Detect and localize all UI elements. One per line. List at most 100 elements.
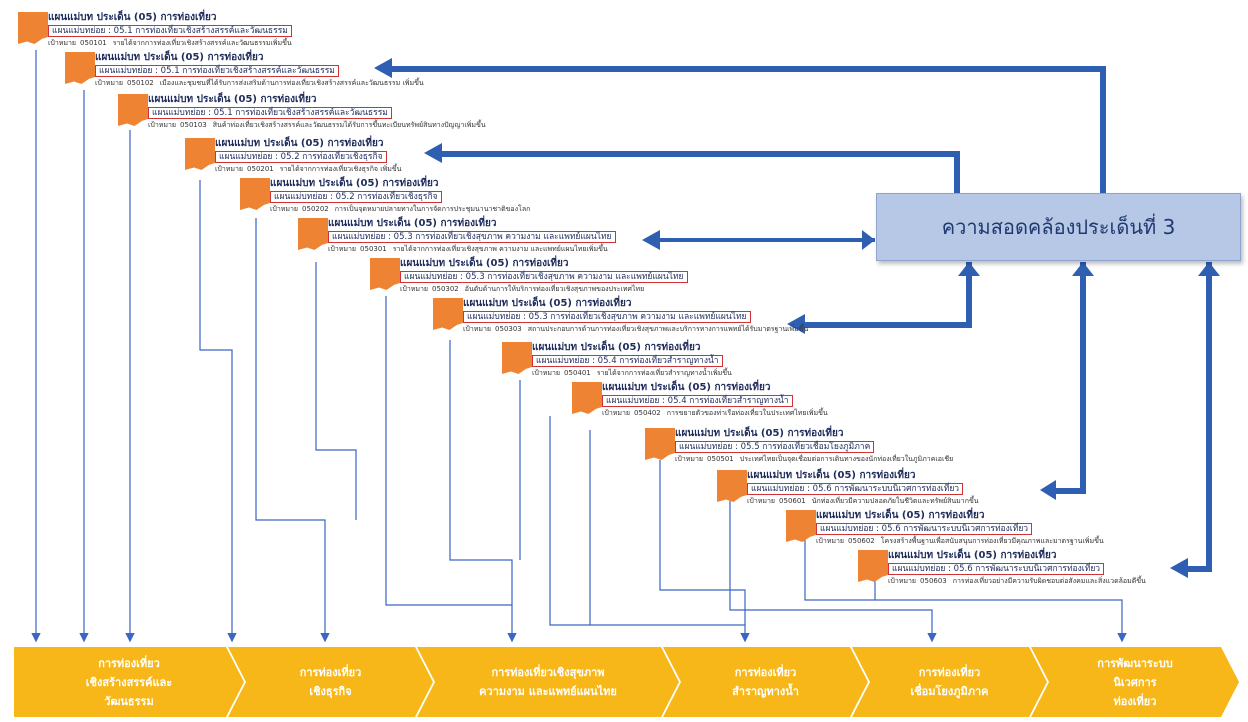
target-label: เป้าหมาย	[48, 39, 77, 47]
sub-plan-label: แผนแม่บทย่อย : 05.4 การท่องเที่ยวสำราญทา…	[532, 355, 723, 367]
alignment-box: ความสอดคล้องประเด็นที่ 3	[876, 193, 1241, 261]
category-label: การท่องเที่ยวเชิงธุรกิจ	[300, 663, 362, 701]
category-label: การท่องเที่ยวสำราญทางน้ำ	[732, 663, 799, 701]
target-label: เป้าหมาย	[95, 79, 124, 87]
target-code: 050201	[247, 165, 274, 173]
category-label-line: ความงาม และแพทย์แผนไทย	[479, 685, 617, 698]
category-chevron: การท่องเที่ยวเชื่อมโยงภูมิภาค	[852, 647, 1047, 717]
sub-plan-label: แผนแม่บทย่อย : 05.6 การพัฒนาระบบนิเวศการ…	[816, 523, 1033, 535]
category-label-line: นิเวศการ	[1113, 675, 1157, 689]
category-chevron: การท่องเที่ยวเชิงสร้างสรรค์และวัฒนธรรม	[14, 647, 244, 717]
category-label: การท่องเที่ยวเชิงสุขภาพความงาม และแพทย์แ…	[479, 663, 617, 701]
target-code: 050303	[495, 325, 522, 333]
plan-title: แผนแม่บท ประเด็น (05) การท่องเที่ยว	[270, 178, 439, 189]
category-label: การพัฒนาระบบนิเวศการท่องเที่ยว	[1097, 654, 1172, 711]
plan-title: แผนแม่บท ประเด็น (05) การท่องเที่ยว	[148, 94, 317, 105]
category-label-line: การท่องเที่ยว	[98, 656, 160, 670]
target-label: เป้าหมาย	[148, 121, 177, 129]
target-code: 050602	[848, 537, 875, 545]
target-text: โครงสร้างพื้นฐานเพื่อสนับสนุนการท่องเที่…	[880, 537, 1104, 545]
connector-line	[199, 180, 237, 643]
target-text: อันดับด้านการให้บริการท่องเที่ยวเชิงสุขภ…	[464, 285, 645, 293]
target-code: 050603	[920, 577, 947, 585]
sub-plan-label: แผนแม่บทย่อย : 05.6 การพัฒนาระบบนิเวศการ…	[888, 563, 1105, 575]
category-chevron: การท่องเที่ยวเชิงสุขภาพความงาม และแพทย์แ…	[417, 647, 679, 717]
thick-arrow	[862, 230, 875, 250]
thick-arrow	[787, 262, 972, 334]
plan-title: แผนแม่บท ประเด็น (05) การท่องเที่ยว	[888, 550, 1057, 561]
plan-title: แผนแม่บท ประเด็น (05) การท่องเที่ยว	[747, 470, 916, 481]
plan-title: แผนแม่บท ประเด็น (05) การท่องเที่ยว	[48, 12, 217, 23]
plan-title: แผนแม่บท ประเด็น (05) การท่องเที่ยว	[463, 298, 632, 309]
plan-title: แผนแม่บท ประเด็น (05) การท่องเที่ยว	[328, 218, 497, 229]
connector-line	[659, 460, 746, 625]
category-label: การท่องเที่ยวเชื่อมโยงภูมิภาค	[910, 663, 988, 701]
target-text: การเป็นจุดหมายปลายทางในการจัดการประชุมนา…	[334, 205, 531, 213]
plan-title: แผนแม่บท ประเด็น (05) การท่องเที่ยว	[675, 428, 844, 439]
connector-line	[315, 262, 357, 520]
thick-arrows	[374, 58, 1220, 578]
sub-plan-label: แผนแม่บทย่อย : 05.3 การท่องเที่ยวเชิงสุข…	[463, 311, 751, 323]
sub-plan-label: แผนแม่บทย่อย : 05.1 การท่องเที่ยวเชิงสร้…	[148, 107, 392, 119]
target-label: เป้าหมาย	[328, 245, 357, 253]
target-label: เป้าหมาย	[532, 369, 561, 377]
category-label-line: เชิงสร้างสรรค์และ	[85, 675, 173, 689]
thick-arrow	[1040, 262, 1086, 500]
target-code: 050601	[779, 497, 806, 505]
target-text: เมืองและชุมชนที่ได้รับการส่งเสริมด้านการ…	[159, 79, 424, 87]
target-code: 050202	[302, 205, 329, 213]
connector-line	[804, 540, 1127, 643]
category-label-line: การท่องเที่ยว	[734, 666, 797, 679]
category-label-line: การท่องเที่ยวเชิงสุขภาพ	[491, 666, 605, 679]
target-text: สถานประกอบการด้านการท่องเที่ยวเชิงสุขภาพ…	[527, 325, 809, 333]
plan-title: แผนแม่บท ประเด็น (05) การท่องเที่ยว	[95, 52, 264, 63]
category-chevron: การท่องเที่ยวสำราญทางน้ำ	[663, 647, 868, 717]
thick-arrow	[958, 262, 980, 276]
target-code: 050102	[127, 79, 154, 87]
target-code: 050101	[80, 39, 107, 47]
category-label-line: การท่องเที่ยว	[299, 666, 362, 679]
thick-arrow	[642, 230, 875, 250]
connector-line	[449, 340, 513, 605]
category-label-line: ท่องเที่ยว	[1113, 694, 1157, 708]
target-code: 050501	[707, 455, 734, 463]
plan-title: แผนแม่บท ประเด็น (05) การท่องเที่ยว	[602, 382, 771, 393]
target-label: เป้าหมาย	[602, 409, 631, 417]
target-text: ประเทศไทยเป็นจุดเชื่อมต่อการเดินทางของนั…	[739, 455, 954, 463]
thick-arrow	[1072, 262, 1094, 276]
target-label: เป้าหมาย	[888, 577, 917, 585]
target-text: รายได้จากการท่องเที่ยวเชิงสร้างสรรค์และว…	[112, 39, 292, 47]
target-label: เป้าหมาย	[747, 497, 776, 505]
category-label: การท่องเที่ยวเชิงสร้างสรรค์และวัฒนธรรม	[86, 654, 172, 711]
category-label-line: สำราญทางน้ำ	[732, 685, 799, 698]
thick-arrow	[1170, 262, 1212, 578]
target-text: รายได้จากการท่องเที่ยวเชิงสุขภาพ ความงาม…	[392, 245, 608, 253]
target-label: เป้าหมาย	[463, 325, 492, 333]
target-text: รายได้จากการท่องเที่ยวสำราญทางน้ำเพิ่มขึ…	[596, 369, 732, 377]
thin-connectors	[31, 50, 1127, 643]
target-code: 050401	[564, 369, 591, 377]
connector-line	[385, 296, 517, 643]
target-text: รายได้จากการท่องเที่ยวเชิงธุรกิจ เพิ่มขึ…	[279, 165, 402, 173]
sub-plan-label: แผนแม่บทย่อย : 05.2 การท่องเที่ยวเชิงธุร…	[270, 191, 442, 203]
target-text: สินค้าท่องเที่ยวเชิงสร้างสรรค์และวัฒนธรร…	[212, 121, 486, 129]
target-label: เป้าหมาย	[400, 285, 429, 293]
category-chevron: การพัฒนาระบบนิเวศการท่องเที่ยว	[1031, 647, 1239, 717]
target-label: เป้าหมาย	[215, 165, 244, 173]
target-code: 050302	[432, 285, 459, 293]
connector-line	[255, 218, 330, 643]
target-label: เป้าหมาย	[270, 205, 299, 213]
thick-arrow	[424, 143, 960, 196]
